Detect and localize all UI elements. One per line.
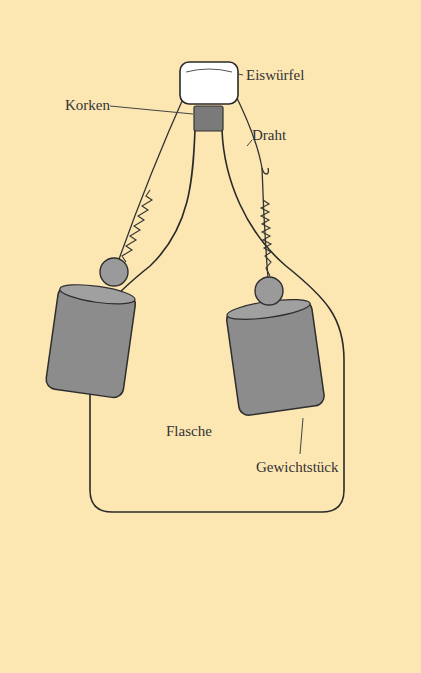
part-label: Eiswürfel bbox=[246, 66, 304, 84]
leader-line bbox=[238, 74, 243, 75]
wire-twist-left bbox=[122, 190, 152, 262]
part-label: Draht bbox=[252, 126, 286, 144]
leader-line bbox=[110, 106, 193, 114]
weight-left bbox=[45, 281, 137, 399]
weight-knob-left bbox=[100, 258, 128, 286]
ice-cube bbox=[180, 62, 238, 104]
cork bbox=[194, 106, 223, 131]
ice-cube-edge bbox=[186, 69, 232, 72]
weight-right bbox=[225, 296, 325, 417]
part-label: Flasche bbox=[166, 422, 212, 440]
leader-line bbox=[300, 418, 303, 454]
part-label: Korken bbox=[65, 96, 110, 114]
wire-twist-right bbox=[261, 200, 271, 276]
weight-knob-right bbox=[255, 277, 283, 305]
leader-line bbox=[247, 140, 252, 146]
part-label: Gewichtstück bbox=[256, 458, 338, 476]
wire-left bbox=[118, 92, 186, 262]
